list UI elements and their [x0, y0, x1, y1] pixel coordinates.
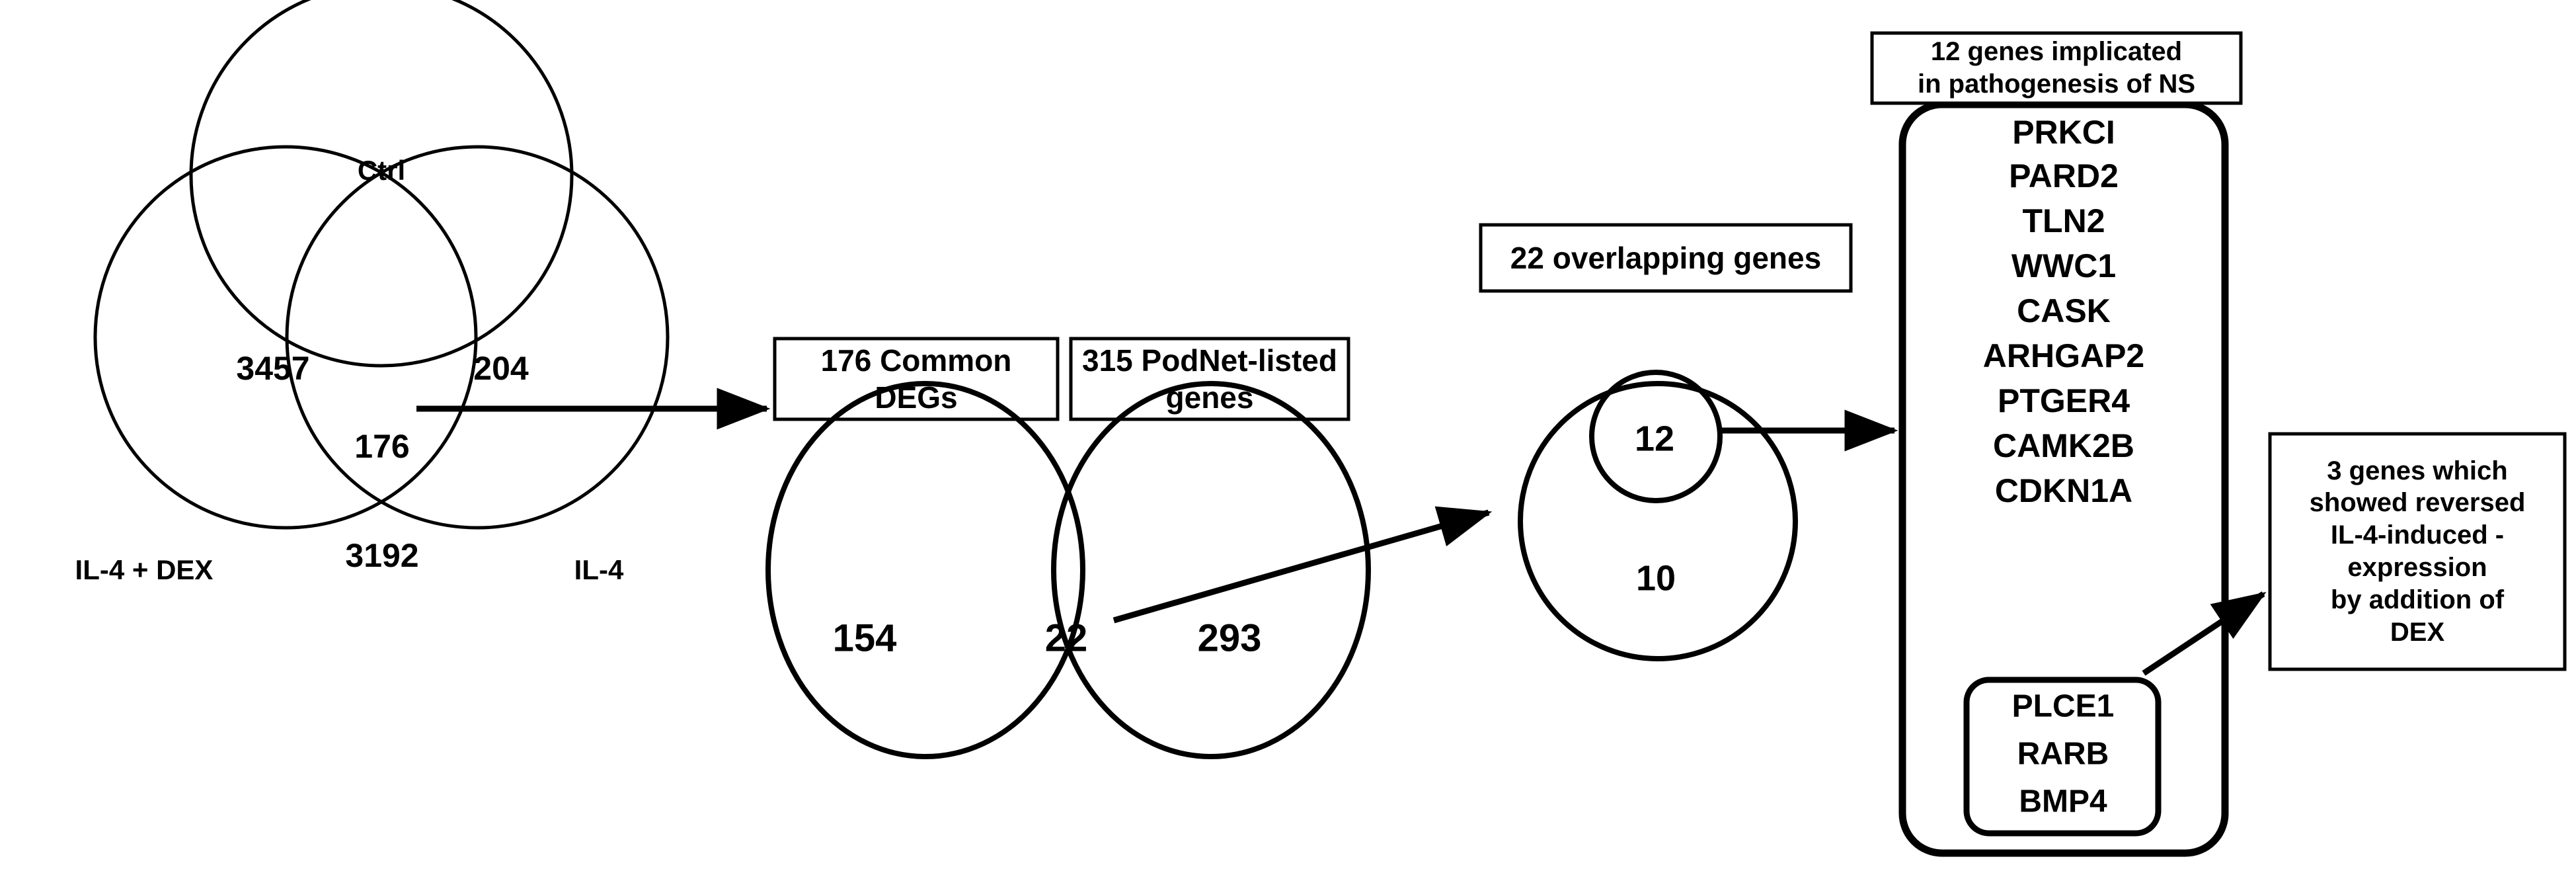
ns-header-line1: 12 genes implicated — [1930, 37, 2183, 67]
box-dex-reversed-text: 3 genes which showed reversed IL-4-induc… — [2270, 434, 2565, 669]
venn-count-dex-il4: 3192 — [345, 536, 419, 574]
dex-reversed-line1: 3 genes which — [2327, 456, 2508, 485]
podnet-line2: genes — [1165, 380, 1254, 415]
podnet-line1: 315 PodNet-listed — [1082, 343, 1337, 378]
gene-item-7: CAMK2B — [1993, 427, 2134, 464]
nested-count-inner: 12 — [1634, 419, 1675, 459]
ns-header-line2: in pathogenesis of NS — [1917, 69, 2196, 99]
arrow-venn2-to-nested-circles — [1112, 506, 1493, 624]
gene-item-8: CDKN1A — [1994, 472, 2133, 509]
venn-circle-il4-dex — [93, 145, 478, 530]
gene-item-0: PRKCI — [2012, 114, 2115, 151]
gene-item-2: TLN2 — [2022, 202, 2105, 239]
nested-circle-outer — [1518, 381, 1798, 661]
venn2-count-intersection: 22 — [1044, 616, 1088, 660]
box-overlapping-genes — [1479, 223, 1853, 293]
gene-panel-inner-highlight — [1963, 677, 2162, 837]
venn-count-triple: 176 — [354, 427, 410, 465]
common-degs-line2: DEGs — [875, 380, 958, 415]
venn-circle-il4 — [285, 145, 670, 530]
gene-highlight-0: PLCE1 — [2011, 688, 2115, 724]
box-overlapping-genes-text: 22 overlapping genes — [1510, 240, 1822, 275]
box-dex-reversed — [2268, 432, 2567, 671]
venn-label-il4: IL-4 — [574, 554, 624, 585]
dex-reversed-line5: by addition of — [2330, 585, 2505, 614]
venn-circle-ctrl — [189, 0, 574, 368]
box-common-degs — [773, 337, 1060, 421]
gene-item-6: PTGER4 — [1997, 382, 2130, 419]
gene-item-1: PARD2 — [2009, 157, 2119, 194]
dex-reversed-line3: IL-4-induced - — [2330, 520, 2505, 550]
venn2-count-right-only: 293 — [1197, 616, 1262, 660]
gene-highlight-2: BMP4 — [2019, 784, 2107, 819]
box-common-degs-text: 176 Common DEGs — [775, 339, 1058, 419]
box-podnet-genes-text: 315 PodNet-listed genes — [1071, 339, 1348, 419]
venn-label-ctrl: Ctrl — [357, 154, 406, 186]
venn2-ellipse-podnet — [1051, 381, 1371, 759]
dex-reversed-line4: expression — [2347, 553, 2487, 582]
venn2-ellipse-common-degs — [765, 381, 1085, 759]
venn2-count-left-only: 154 — [832, 616, 897, 660]
nested-circle-inner — [1589, 370, 1723, 503]
gene-item-5: ARHGAP2 — [1982, 337, 2145, 374]
venn-label-il4-dex: IL-4 + DEX — [75, 554, 214, 585]
common-degs-line1: 176 Common — [820, 343, 1012, 378]
box-ns-header-text: 12 genes implicated in pathogenesis of N… — [1872, 33, 2241, 103]
dex-reversed-line2: showed reversed — [2309, 488, 2526, 518]
venn-count-ctrl-il4: 204 — [473, 349, 529, 387]
box-podnet-genes — [1069, 337, 1350, 421]
arrow-highlight-to-dex-box — [2142, 591, 2267, 676]
venn-count-ctrl-dex: 3457 — [236, 349, 310, 387]
nested-count-outer: 10 — [1635, 558, 1676, 599]
gene-highlight-1: RARB — [2017, 736, 2109, 772]
dex-reversed-line6: DEX — [2390, 617, 2445, 647]
gene-item-4: CASK — [2017, 292, 2111, 329]
gene-item-3: WWC1 — [2011, 247, 2117, 284]
